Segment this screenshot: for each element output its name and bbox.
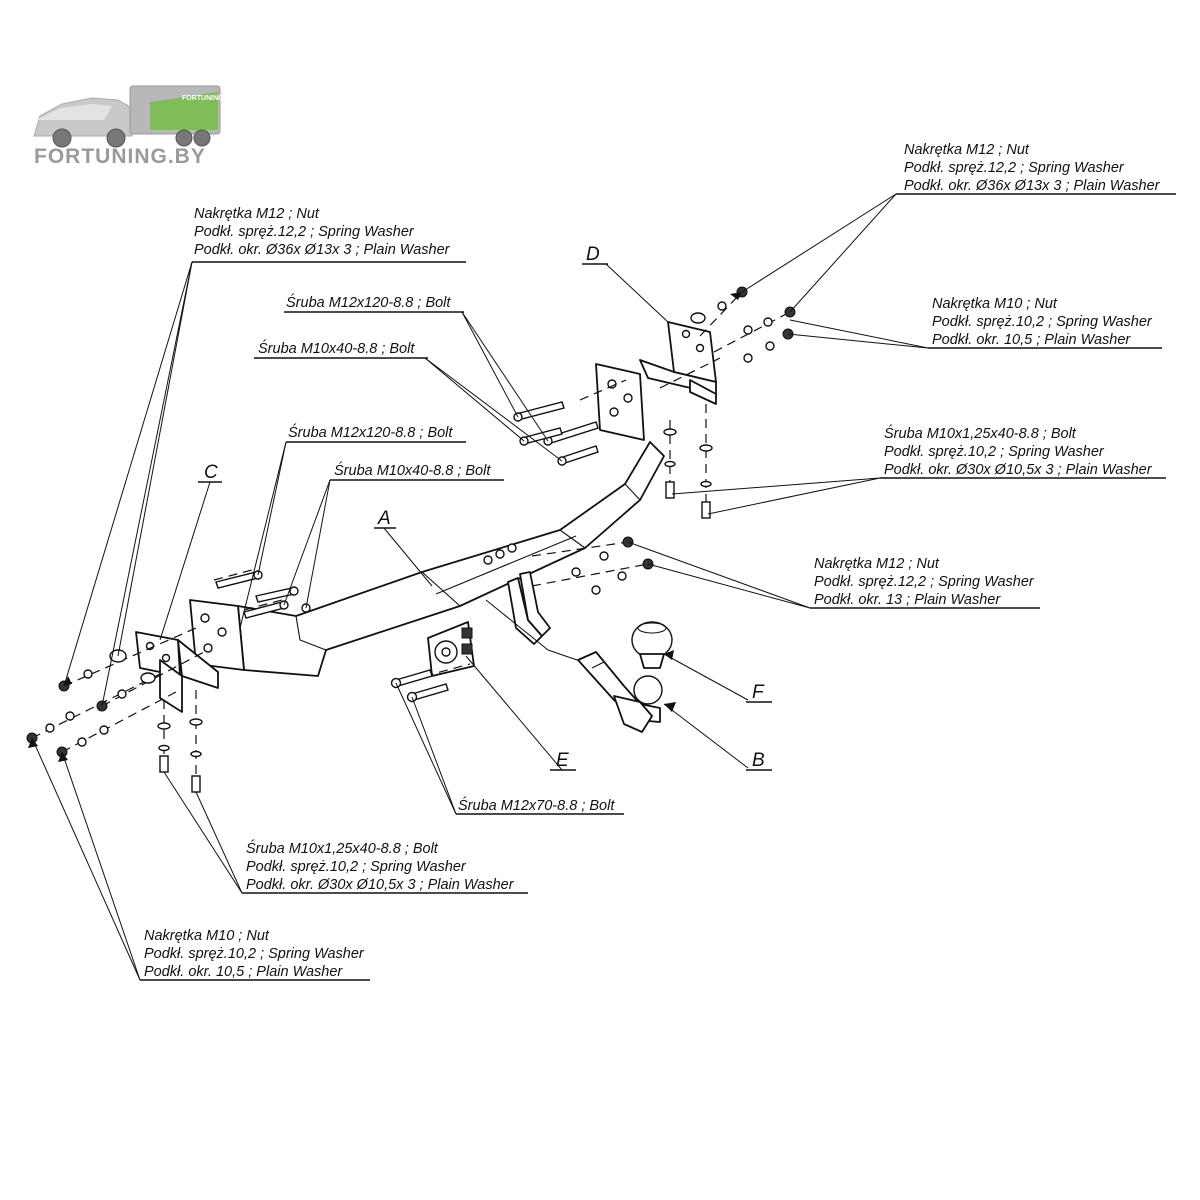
main-crossbar (237, 441, 665, 677)
leader-lines (28, 193, 929, 981)
part-letters: A B C D E F (198, 244, 772, 771)
callout-left-bolt-m10x125: Śruba M10x1,25x40-8.8 ; Bolt Podkł. sprę… (242, 839, 528, 894)
callout-right-nut-m10: Nakrętka M10 ; Nut Podkł. spręż.10,2 ; S… (928, 296, 1162, 349)
callout-line: Podkł. okr. Ø36x Ø13x 3 ; Plain Washer (904, 178, 1161, 194)
callout-bolt-m12x120-left: Śruba M12x120-8.8 ; Bolt (286, 423, 466, 443)
ball-cover-f (631, 621, 673, 669)
hook-mount-arms (485, 571, 613, 673)
callout-line: Podkł. spręż.12,2 ; Spring Washer (194, 224, 415, 240)
callout-line: Podkł. spręż.12,2 ; Spring Washer (904, 160, 1125, 176)
callout-line: Śruba M10x40-8.8 ; Bolt (258, 339, 415, 357)
logo-text: FORTUNING.BY (34, 145, 206, 168)
callout-line: Podkł. okr. 10,5 ; Plain Washer (144, 964, 343, 980)
fortuning-logo: FORTUNING FORTUNING.BY (33, 85, 224, 168)
callout-line: Podkł. spręż.10,2 ; Spring Washer (246, 859, 467, 875)
bracket-c (135, 631, 219, 713)
callout-line: Podkł. okr. Ø30x Ø10,5x 3 ; Plain Washer (246, 877, 515, 893)
callout-line: Nakrętka M12 ; Nut (904, 142, 1030, 158)
pickup-trailer-icon: FORTUNING (33, 85, 224, 148)
right-end-plate (595, 363, 645, 441)
part-letter-b: B (752, 750, 765, 771)
part-letter-e: E (556, 750, 569, 771)
callout-right-bolt-m10x125: Śruba M10x1,25x40-8.8 ; Bolt Podkł. sprę… (880, 424, 1166, 479)
callout-line: Nakrętka M12 ; Nut (814, 556, 940, 572)
callout-mid-nut-m12: Nakrętka M12 ; Nut Podkł. spręż.12,2 ; S… (810, 556, 1040, 609)
callout-left-nut-m10: Nakrętka M10 ; Nut Podkł. spręż.10,2 ; S… (140, 928, 370, 981)
callout-line: Nakrętka M10 ; Nut (144, 928, 270, 944)
callout-line: Nakrętka M12 ; Nut (194, 206, 320, 222)
callout-line: Nakrętka M10 ; Nut (932, 296, 1058, 312)
callout-line: Podkł. okr. 10,5 ; Plain Washer (932, 332, 1131, 348)
callout-bolt-m10x40-left: Śruba M10x40-8.8 ; Bolt (330, 461, 504, 481)
callout-top-left-nut-m12: Nakrętka M12 ; Nut Podkł. spręż.12,2 ; S… (192, 206, 466, 263)
part-letter-f: F (752, 682, 765, 703)
callout-line: Śruba M12x120-8.8 ; Bolt (288, 423, 453, 441)
callout-line: Podkł. okr. 13 ; Plain Washer (814, 592, 1001, 608)
callout-line: Podkł. spręż.10,2 ; Spring Washer (932, 314, 1153, 330)
callout-line: Śruba M10x1,25x40-8.8 ; Bolt (246, 839, 439, 857)
callout-line: Śruba M12x120-8.8 ; Bolt (286, 293, 451, 311)
left-end-plate (189, 599, 245, 671)
callout-top-right-nut-m12: Nakrętka M12 ; Nut Podkł. spręż.12,2 ; S… (896, 142, 1176, 195)
hardware-parts (26, 286, 796, 793)
callout-line: Śruba M10x40-8.8 ; Bolt (334, 461, 491, 479)
callout-line: Śruba M12x70-8.8 ; Bolt (458, 796, 615, 814)
callout-bolt-m12x70: Śruba M12x70-8.8 ; Bolt (456, 796, 624, 815)
part-letter-c: C (204, 462, 218, 483)
part-letter-a: A (377, 508, 391, 529)
callout-line: Śruba M10x1,25x40-8.8 ; Bolt (884, 424, 1077, 442)
bracket-d (639, 321, 717, 405)
callout-line: Podkł. spręż.10,2 ; Spring Washer (884, 444, 1105, 460)
callout-line: Podkł. okr. Ø36x Ø13x 3 ; Plain Washer (194, 242, 451, 258)
callout-bolt-m12x120-top: Śruba M12x120-8.8 ; Bolt (284, 293, 464, 313)
callout-line: Podkł. okr. Ø30x Ø10,5x 3 ; Plain Washer (884, 462, 1153, 478)
part-letter-d: D (586, 244, 600, 265)
trailer-logo-text: FORTUNING (182, 95, 224, 102)
callout-bolt-m10x40-top: Śruba M10x40-8.8 ; Bolt (254, 339, 428, 359)
tow-ball-neck-b (577, 651, 663, 733)
callout-line: Podkł. spręż.10,2 ; Spring Washer (144, 946, 365, 962)
callout-line: Podkł. spręż.12,2 ; Spring Washer (814, 574, 1035, 590)
socket-plate-e (427, 621, 475, 677)
